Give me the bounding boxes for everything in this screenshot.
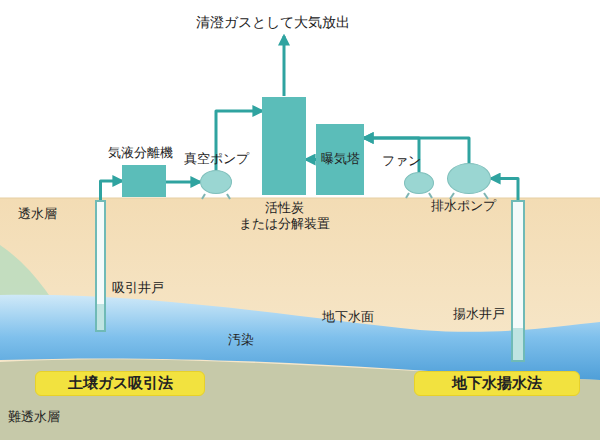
flow-pipe — [166, 181, 200, 184]
layer-name: 透水層 — [18, 206, 57, 222]
ground-surface — [0, 198, 600, 199]
node-text: 地下水揚水法 — [452, 374, 542, 393]
suction-well: 吸引井戸 — [95, 200, 106, 332]
permeable-layer — [0, 198, 600, 440]
node-caption: 真空ポンプ — [184, 151, 249, 167]
vacuum-pump: 真空ポンプ — [200, 170, 232, 194]
sky — [0, 0, 600, 198]
pumping-well: 揚水井戸 — [511, 200, 525, 362]
flow-pipe — [306, 158, 316, 161]
carbon-unit: 活性炭 または分解装置 — [262, 97, 306, 195]
layer-name: 難透水層 — [8, 409, 60, 425]
node-caption: 排水ポンプ — [431, 198, 496, 214]
method-tag: 地下水揚水法 — [414, 371, 580, 396]
aeration-tower: 曝気塔 — [316, 124, 364, 195]
fan: ファン — [404, 172, 434, 194]
flow-pipe — [491, 179, 518, 201]
impermeable-layer — [0, 359, 600, 440]
drain-pump: 排水ポンプ — [447, 163, 491, 194]
method-tag: 土壌ガス吸引法 — [35, 371, 205, 396]
node-caption: 吸引井戸 — [112, 280, 164, 296]
flow-pipe — [101, 181, 123, 200]
water-table-label: 地下水面 — [322, 309, 374, 325]
exhaust-arrow — [283, 36, 286, 96]
node-caption: 揚水井戸 — [453, 306, 505, 322]
node-text: 土壌ガス吸引法 — [68, 374, 173, 393]
node-caption: ファン — [382, 153, 421, 169]
exhaust-note: 清澄ガスとして大気放出 — [196, 14, 350, 32]
contamination-label: 汚染 — [228, 332, 254, 348]
node-caption: 活性炭 または分解装置 — [232, 200, 336, 233]
separator-box: 気液分離機 — [122, 165, 166, 197]
node-text: 曝気塔 — [321, 151, 360, 167]
node-caption: 気液分離機 — [108, 145, 173, 161]
